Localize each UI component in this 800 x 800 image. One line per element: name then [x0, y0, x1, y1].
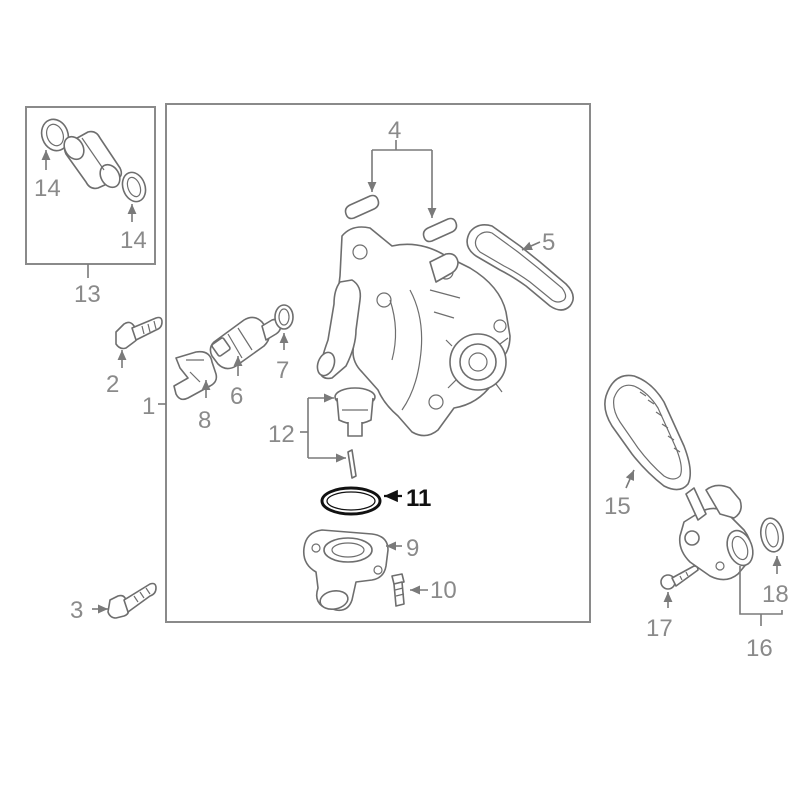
o-ring-18 [759, 517, 785, 553]
callout-15: 15 [604, 493, 631, 520]
callout-6: 6 [230, 383, 243, 410]
callout-8: 8 [198, 407, 211, 434]
callout-14-left: 14 [34, 175, 61, 202]
dowel-pin-4a [344, 194, 380, 220]
coolant-pipe-13 [63, 130, 123, 190]
bolt-10 [391, 573, 405, 607]
callout-1: 1 [142, 393, 155, 420]
temperature-sensor-6 [209, 316, 282, 370]
callout-17: 17 [646, 615, 673, 642]
callout-16: 16 [746, 635, 773, 662]
thermostat-housing-9 [302, 529, 389, 612]
coolant-flange-16 [678, 484, 754, 581]
group-box-13 [25, 106, 156, 265]
bolt-2 [115, 316, 163, 350]
water-pump-housing-1 [316, 226, 511, 437]
callout-11: 11 [406, 485, 431, 512]
o-ring-7 [274, 304, 294, 330]
screw-17 [660, 565, 699, 590]
group-box-1 [165, 103, 591, 623]
bracket-8 [173, 350, 218, 401]
callout-2: 2 [106, 371, 119, 398]
dowel-pin-4b [422, 217, 458, 243]
callout-18: 18 [762, 581, 789, 608]
callout-12: 12 [268, 421, 295, 448]
callout-5: 5 [542, 229, 555, 256]
seal-ring-14-left [40, 118, 70, 152]
callout-13: 13 [74, 281, 101, 308]
callout-14-right: 14 [120, 227, 147, 254]
thermostat-pin-12 [347, 449, 357, 479]
o-ring-11 [320, 486, 382, 516]
drive-belt-15 [604, 374, 692, 491]
callout-10: 10 [430, 577, 457, 604]
callout-4: 4 [388, 117, 401, 144]
callout-9: 9 [406, 535, 419, 562]
seal-ring-14-right [121, 171, 147, 203]
gasket-5 [466, 224, 574, 311]
bolt-3 [107, 582, 157, 619]
thermostat-12 [334, 387, 376, 437]
callout-7: 7 [276, 357, 289, 384]
callout-3: 3 [70, 597, 83, 624]
